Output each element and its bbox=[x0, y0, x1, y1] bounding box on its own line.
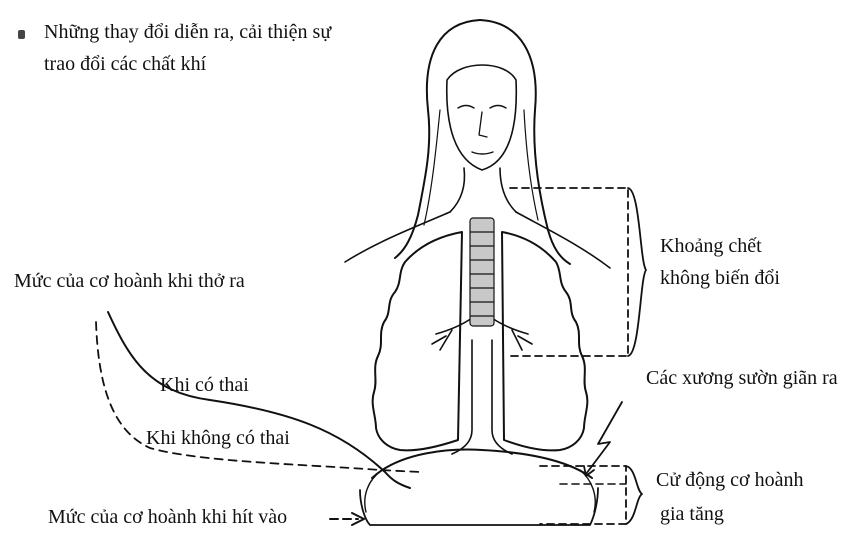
rib-arc-right bbox=[580, 470, 595, 512]
mediastinum-right bbox=[492, 340, 512, 454]
diaphragm-motion-label-line2: gia tăng bbox=[660, 500, 724, 528]
dead-space-brace bbox=[628, 188, 646, 356]
bronchi-right bbox=[492, 318, 532, 350]
dead-space-label-line2: không biến đổi bbox=[660, 264, 780, 292]
diaphragm-motion-label-line1: Cử động cơ hoành bbox=[656, 466, 804, 494]
eye-right bbox=[490, 106, 506, 109]
diaphragm-dome bbox=[372, 450, 592, 478]
eye-left bbox=[458, 106, 474, 109]
diaphragm-lower bbox=[360, 488, 598, 525]
trachea bbox=[470, 218, 494, 326]
mediastinum bbox=[452, 340, 472, 454]
dead-space-label-line1: Khoảng chết bbox=[660, 232, 762, 260]
ribs-expand-label: Các xương sườn giãn ra bbox=[646, 364, 838, 392]
diaphragm-motion-brace bbox=[626, 466, 642, 524]
not-pregnant-label: Khi không có thai bbox=[146, 424, 290, 452]
intro-label-line1: Những thay đổi diễn ra, cải thiện sự bbox=[44, 18, 331, 46]
dead-space-bracket bbox=[510, 188, 628, 356]
neck-right bbox=[500, 168, 516, 212]
square-bullet-icon bbox=[18, 30, 25, 39]
mouth bbox=[472, 152, 493, 154]
bronchi-left bbox=[432, 318, 472, 350]
nose bbox=[479, 112, 487, 137]
diaphragm-exhale-label: Mức của cơ hoành khi thở ra bbox=[14, 267, 245, 295]
diaphragm-inhale-label: Mức của cơ hoành khi hít vào bbox=[48, 503, 287, 531]
ribs-expand-arrow bbox=[586, 402, 622, 474]
intro-label-line2: trao đổi các chất khí bbox=[44, 50, 206, 78]
right-lung bbox=[502, 232, 587, 450]
left-lung bbox=[373, 232, 462, 450]
diaphragm-motion-bracket bbox=[540, 466, 626, 524]
pregnant-label: Khi có thai bbox=[160, 371, 249, 399]
neck-left bbox=[450, 168, 464, 212]
